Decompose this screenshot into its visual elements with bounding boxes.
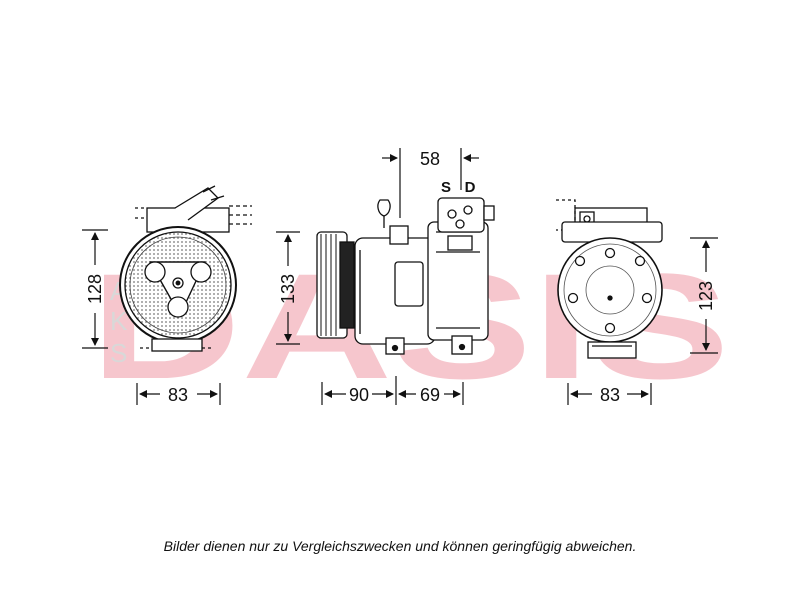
side-right-width-label: 69: [420, 385, 440, 405]
port-discharge-label: D: [465, 179, 476, 196]
rear-height-dimension: 123: [690, 237, 718, 354]
side-view: [316, 197, 495, 355]
rear-height-label: 123: [696, 281, 716, 311]
rear-width-dimension: 83: [567, 383, 652, 405]
side-valve-block: [437, 197, 485, 233]
watermark-letter-s: S: [110, 338, 127, 368]
disclaimer-caption: Bilder dienen nur zu Vergleichszwecken u…: [163, 538, 637, 554]
rear-view: [556, 199, 663, 359]
front-width-dimension: 83: [136, 383, 221, 405]
rear-bottom-mount: [587, 341, 637, 359]
side-height-dimension: 133: [276, 231, 300, 345]
front-height-dimension: 128: [82, 229, 108, 349]
front-view: [119, 185, 252, 352]
front-width-label: 83: [168, 385, 188, 405]
front-bottom-mount: [151, 338, 203, 352]
side-top-dimension: 58: [382, 148, 479, 218]
side-left-width-label: 90: [349, 385, 369, 405]
side-height-label: 133: [278, 274, 298, 304]
port-suction-label: S: [441, 179, 451, 196]
front-height-label: 128: [85, 274, 105, 304]
rear-width-label: 83: [600, 385, 620, 405]
side-top-label: 58: [420, 149, 440, 169]
side-bottom-dimension: 90 69: [321, 376, 464, 405]
watermark-letter-k: K: [110, 306, 128, 336]
